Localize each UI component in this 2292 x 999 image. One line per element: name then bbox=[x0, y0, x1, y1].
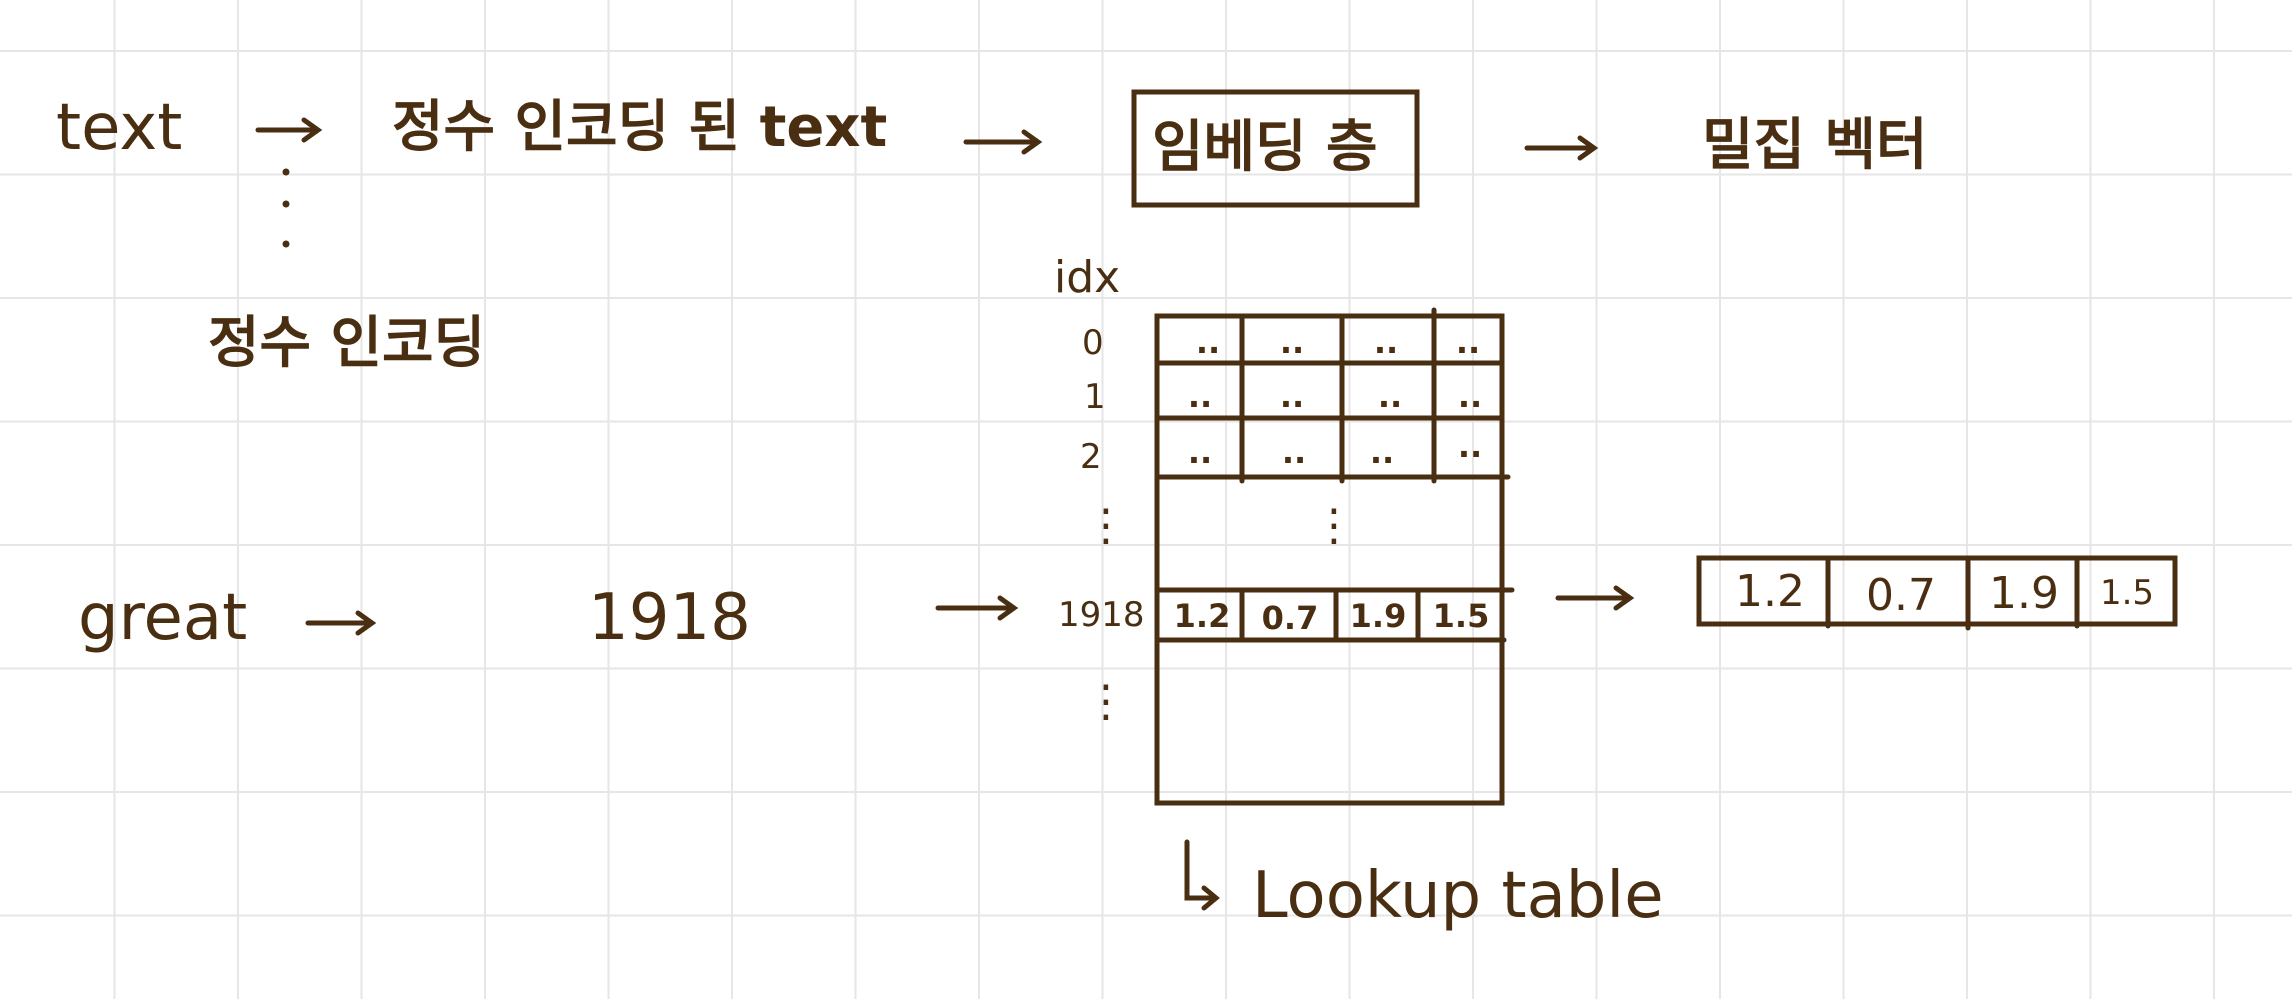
row-index-vdots-1: ⋮ bbox=[1084, 500, 1128, 551]
row-index-0: 0 bbox=[1082, 323, 1104, 363]
arrow-text-to-encoded bbox=[255, 117, 323, 143]
arrow-embedding-to-dense bbox=[1524, 135, 1599, 161]
table-cell: .. bbox=[1279, 323, 1305, 361]
table-cell: .. bbox=[1455, 323, 1481, 361]
row-index-vdots-2: ⋮ bbox=[1084, 676, 1128, 727]
output-vector-cell: 1.5 bbox=[2099, 573, 2155, 613]
row-index-1918: 1918 bbox=[1058, 595, 1145, 635]
table-cell: .. bbox=[1373, 323, 1399, 361]
output-vector-cell: 1.2 bbox=[1735, 566, 1805, 617]
row-index-2: 2 bbox=[1080, 437, 1102, 477]
embedding-layer-label: 임베딩 층 bbox=[1152, 115, 1378, 180]
example-index: 1918 bbox=[588, 581, 751, 655]
table-cell: .. bbox=[1369, 433, 1395, 471]
encoded-text-label: 정수 인코딩 된 text bbox=[392, 95, 888, 160]
table-row-1918-cell: 1.5 bbox=[1432, 597, 1490, 635]
table-vdots: ⋮ bbox=[1312, 500, 1356, 551]
arrow-table-to-vector bbox=[1555, 585, 1635, 611]
input-text-label: text bbox=[56, 91, 183, 165]
lookup-table-caption: Lookup table bbox=[1252, 859, 1664, 933]
dotted-connector bbox=[282, 168, 290, 248]
lookup-table-frame bbox=[1154, 313, 1505, 806]
row-index-1: 1 bbox=[1084, 377, 1106, 417]
dense-vector-label: 밀집 벡터 bbox=[1702, 113, 1928, 178]
table-cell: .. bbox=[1457, 377, 1483, 415]
integer-encoding-label: 정수 인코딩 bbox=[208, 311, 486, 376]
example-word: great bbox=[78, 581, 248, 655]
table-cell: .. bbox=[1457, 427, 1483, 465]
table-cell: .. bbox=[1187, 433, 1213, 471]
output-vector-cell: 1.9 bbox=[1989, 568, 2059, 619]
idx-header: idx bbox=[1054, 252, 1121, 303]
output-vector-cell: 0.7 bbox=[1866, 570, 1936, 621]
arrow-great-to-index bbox=[305, 610, 377, 636]
table-row-1918-cell: 1.2 bbox=[1173, 597, 1231, 635]
table-row-1918-cell: 1.9 bbox=[1349, 597, 1407, 635]
table-row-1918-cell: 0.7 bbox=[1261, 599, 1319, 637]
embedding-layer-box bbox=[1131, 89, 1420, 208]
arrow-encoded-to-embedding bbox=[963, 129, 1043, 155]
table-cell: .. bbox=[1377, 377, 1403, 415]
table-cell: .. bbox=[1279, 377, 1305, 415]
arrow-index-to-table bbox=[935, 595, 1019, 621]
table-cell: .. bbox=[1195, 323, 1221, 361]
table-cell: .. bbox=[1281, 433, 1307, 471]
table-cell: .. bbox=[1187, 377, 1213, 415]
output-vector-box bbox=[1696, 555, 2178, 627]
caption-hook-arrow bbox=[1184, 839, 1220, 911]
